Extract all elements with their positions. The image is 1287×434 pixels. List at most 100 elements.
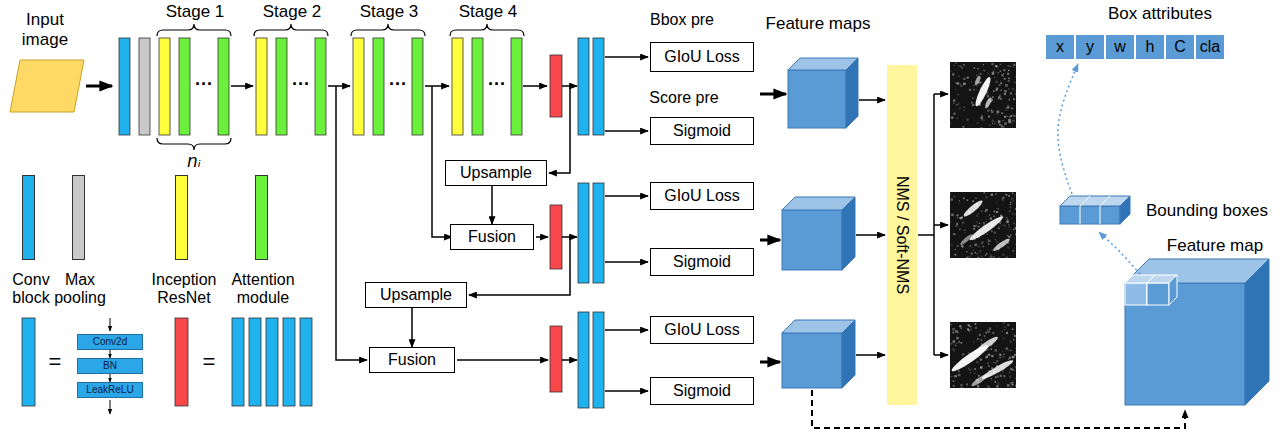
image-speckle — [1015, 93, 1016, 94]
image-speckle — [1008, 195, 1010, 197]
image-speckle — [1006, 221, 1008, 223]
image-speckle — [996, 241, 998, 243]
stage-brace — [157, 24, 231, 36]
image-speckle — [1004, 225, 1006, 227]
image-speckle — [1013, 67, 1014, 68]
image-speckle — [967, 77, 969, 79]
image-speckle — [1006, 256, 1008, 258]
process-box: GIoU Loss — [650, 316, 754, 344]
image-speckle — [977, 338, 979, 340]
image-speckle — [1013, 66, 1014, 67]
stage-label: Stage 4 — [459, 2, 518, 22]
node-text: GIoU Loss — [664, 321, 740, 339]
image-speckle — [1004, 78, 1006, 80]
image-speckle — [981, 127, 983, 128]
conv-block-bar — [232, 318, 244, 406]
image-speckle — [991, 63, 993, 65]
image-speckle — [999, 357, 1001, 359]
image-speckle — [1004, 329, 1005, 330]
image-speckle — [961, 245, 963, 247]
image-ground — [950, 62, 1016, 128]
image-speckle — [987, 329, 988, 330]
image-speckle — [960, 66, 962, 68]
image-speckle — [1012, 328, 1014, 330]
attention-bar — [179, 38, 190, 135]
image-speckle — [1002, 370, 1004, 372]
image-speckle — [994, 69, 995, 70]
feature-map-cube — [1125, 259, 1269, 405]
image-speckle — [989, 214, 990, 215]
image-speckle — [1004, 376, 1006, 378]
bold-arrow — [760, 361, 780, 364]
conv-block-bar — [578, 38, 589, 135]
image-speckle — [1010, 387, 1011, 388]
image-speckle — [1009, 116, 1011, 118]
cube-front — [782, 333, 842, 388]
image-speckle — [1012, 369, 1014, 371]
image-speckle — [966, 251, 967, 252]
prism-divider — [1080, 196, 1090, 224]
image-speckle — [957, 117, 958, 118]
node-text: Fusion — [388, 351, 436, 369]
image-speckle — [950, 324, 952, 326]
annotation-label: = — [203, 349, 216, 374]
image-speckle — [980, 367, 982, 369]
image-speckle — [977, 339, 978, 340]
image-speckle — [1015, 233, 1016, 235]
image-speckle — [954, 351, 955, 352]
image-speckle — [955, 225, 957, 227]
image-speckle — [1008, 119, 1010, 121]
nms-input-arrow — [859, 99, 885, 101]
image-speckle — [970, 245, 971, 246]
image-speckle — [962, 126, 964, 128]
image-speckle — [955, 330, 957, 332]
stage-label: Stage 1 — [166, 2, 225, 22]
image-speckle — [950, 193, 951, 194]
image-speckle — [963, 64, 965, 66]
head-conv-bar — [550, 326, 562, 392]
image-speckle — [981, 211, 982, 212]
image-speckle — [978, 384, 980, 386]
image-speckle — [985, 338, 986, 339]
process-box: Sigmoid — [650, 377, 754, 405]
image-speckle — [977, 68, 978, 69]
image-speckle — [1002, 120, 1003, 121]
connector-arrow — [110, 374, 111, 382]
image-speckle — [1010, 92, 1012, 94]
image-speckle — [1006, 217, 1008, 219]
image-speckle — [977, 257, 979, 258]
image-speckle — [954, 375, 956, 377]
image-speckle — [959, 107, 961, 109]
image-speckle — [971, 81, 972, 82]
image-speckle — [992, 72, 994, 74]
sar-image — [950, 322, 1016, 388]
image-speckle — [956, 343, 957, 344]
image-speckle — [978, 226, 980, 228]
image-speckle — [953, 349, 955, 351]
image-speckle — [958, 341, 960, 343]
image-speckle — [988, 243, 990, 245]
image-speckle — [1002, 224, 1004, 226]
node-text: GIoU Loss — [664, 187, 740, 205]
image-speckle — [975, 323, 976, 324]
stage-brace — [254, 24, 328, 36]
conv-block-bar — [266, 318, 278, 406]
image-speckle — [995, 376, 997, 378]
image-speckle — [1012, 192, 1014, 194]
image-speckle — [978, 246, 980, 248]
legend-text: Attention module — [225, 271, 301, 308]
conv-block-bar — [119, 38, 130, 135]
image-speckle — [955, 345, 956, 346]
image-speckle — [976, 85, 978, 87]
image-speckle — [958, 103, 960, 105]
image-speckle — [1007, 247, 1009, 249]
ship-echo — [959, 233, 974, 246]
image-speckle — [956, 223, 958, 225]
image-speckle — [1015, 351, 1016, 353]
nms-band: NMS / Soft-NMS — [887, 65, 917, 405]
image-speckle — [958, 374, 960, 376]
image-speckle — [958, 370, 960, 372]
image-speckle — [971, 253, 973, 255]
image-speckle — [955, 249, 956, 250]
image-speckle — [996, 202, 997, 203]
